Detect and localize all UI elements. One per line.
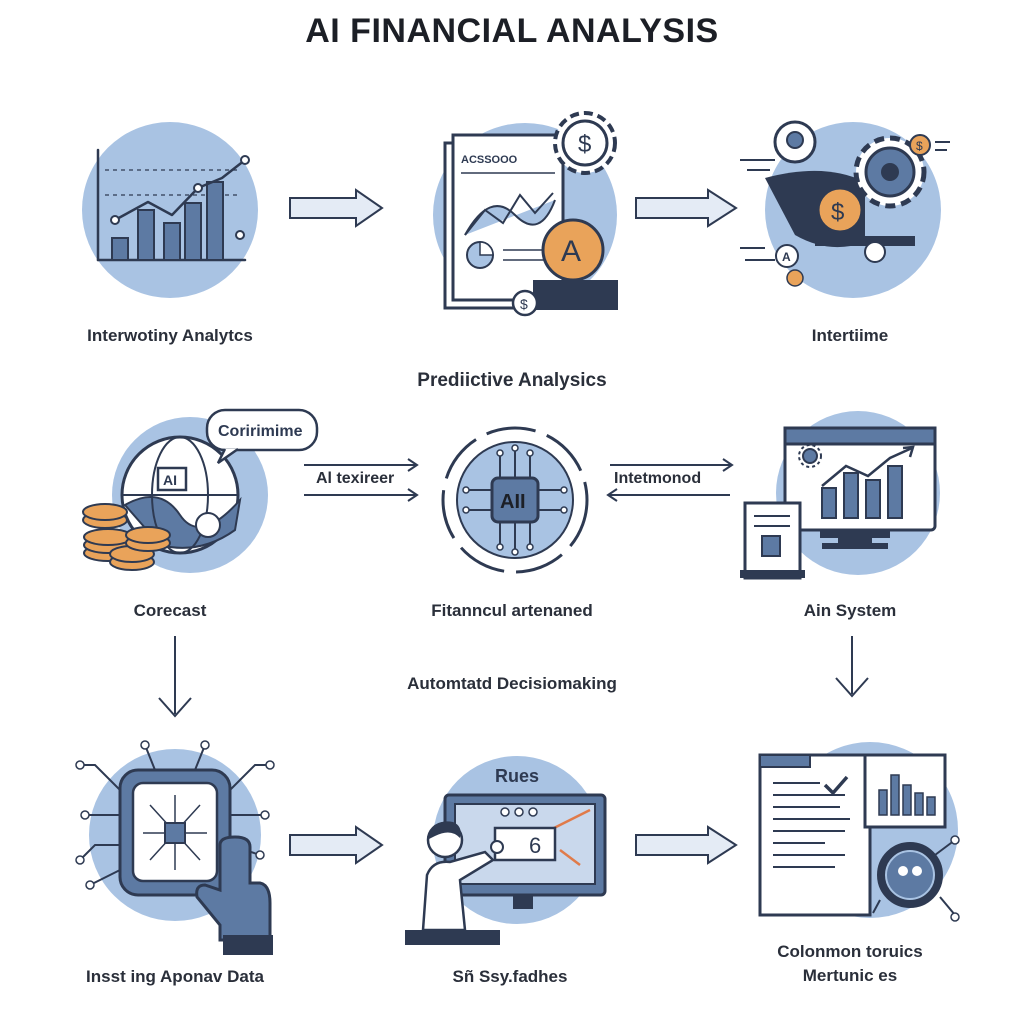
monitor-system-icon: [740, 411, 940, 580]
item-label-analytics: Interwotiny Analytcs: [87, 326, 253, 345]
page-title: AI FINANCIAL ANALYSIS: [305, 12, 719, 50]
arrow-right-icon: [289, 188, 384, 228]
metrics-report-icon: [758, 742, 960, 922]
arrow-down-icon: [835, 636, 869, 698]
section-title-automated: Automtatd Decisiomaking: [407, 674, 617, 693]
arrow-right-icon: [635, 825, 738, 865]
ai-chip-icon: AII: [441, 426, 589, 574]
financial-report-icon: ACSSOOO $ A $: [433, 111, 618, 317]
document-header: ACSSOOO: [461, 154, 518, 166]
rules-screen-icon: Rues 6: [405, 756, 607, 945]
svg-text:$: $: [520, 296, 528, 312]
circuit-touch-icon: [75, 740, 275, 955]
automation-gears-icon: $ $ A: [740, 120, 950, 298]
speech-bubble-text: Coririmime: [218, 423, 303, 440]
bidirectional-arrow-icon: [606, 458, 734, 502]
globe-chip-label: AI: [163, 472, 177, 488]
item-label-data: Insst ing Aponav Data: [86, 967, 264, 986]
item-label-financial: Fitanncul artenaned: [431, 601, 593, 620]
item-label-forecast: Corecast: [133, 601, 207, 620]
arrow-right-icon: [289, 825, 384, 865]
arrow-label-right: Intetmonod: [614, 470, 702, 487]
item-label-system: Ain System: [803, 601, 897, 620]
arrow-down-icon: [158, 636, 192, 718]
rules-header: Rues: [495, 766, 539, 786]
double-arrow-icon: [304, 458, 419, 502]
item-label-intertime: Intertiime: [811, 326, 889, 345]
item-label-metrics-line2: Mertunic es: [802, 966, 898, 985]
svg-text:6: 6: [529, 833, 541, 858]
svg-text:A: A: [782, 250, 791, 264]
arrow-label-left: Al texireer: [316, 470, 395, 487]
globe-forecast-icon: AI Coririmime: [82, 408, 319, 573]
coin-letter: A: [561, 235, 581, 268]
svg-text:$: $: [831, 199, 844, 226]
svg-text:$: $: [578, 131, 591, 158]
arrow-right-icon: [635, 188, 738, 228]
analytics-chart-icon: [82, 122, 258, 298]
item-label-synthesis: Sñ Ssy.fadhes: [452, 967, 568, 986]
item-label-metrics-line1: Colonmon toruics: [777, 942, 923, 961]
center-chip-label: AII: [500, 491, 526, 513]
svg-text:$: $: [916, 139, 923, 153]
section-title-predictive: Prediictive Analysics: [417, 370, 607, 391]
